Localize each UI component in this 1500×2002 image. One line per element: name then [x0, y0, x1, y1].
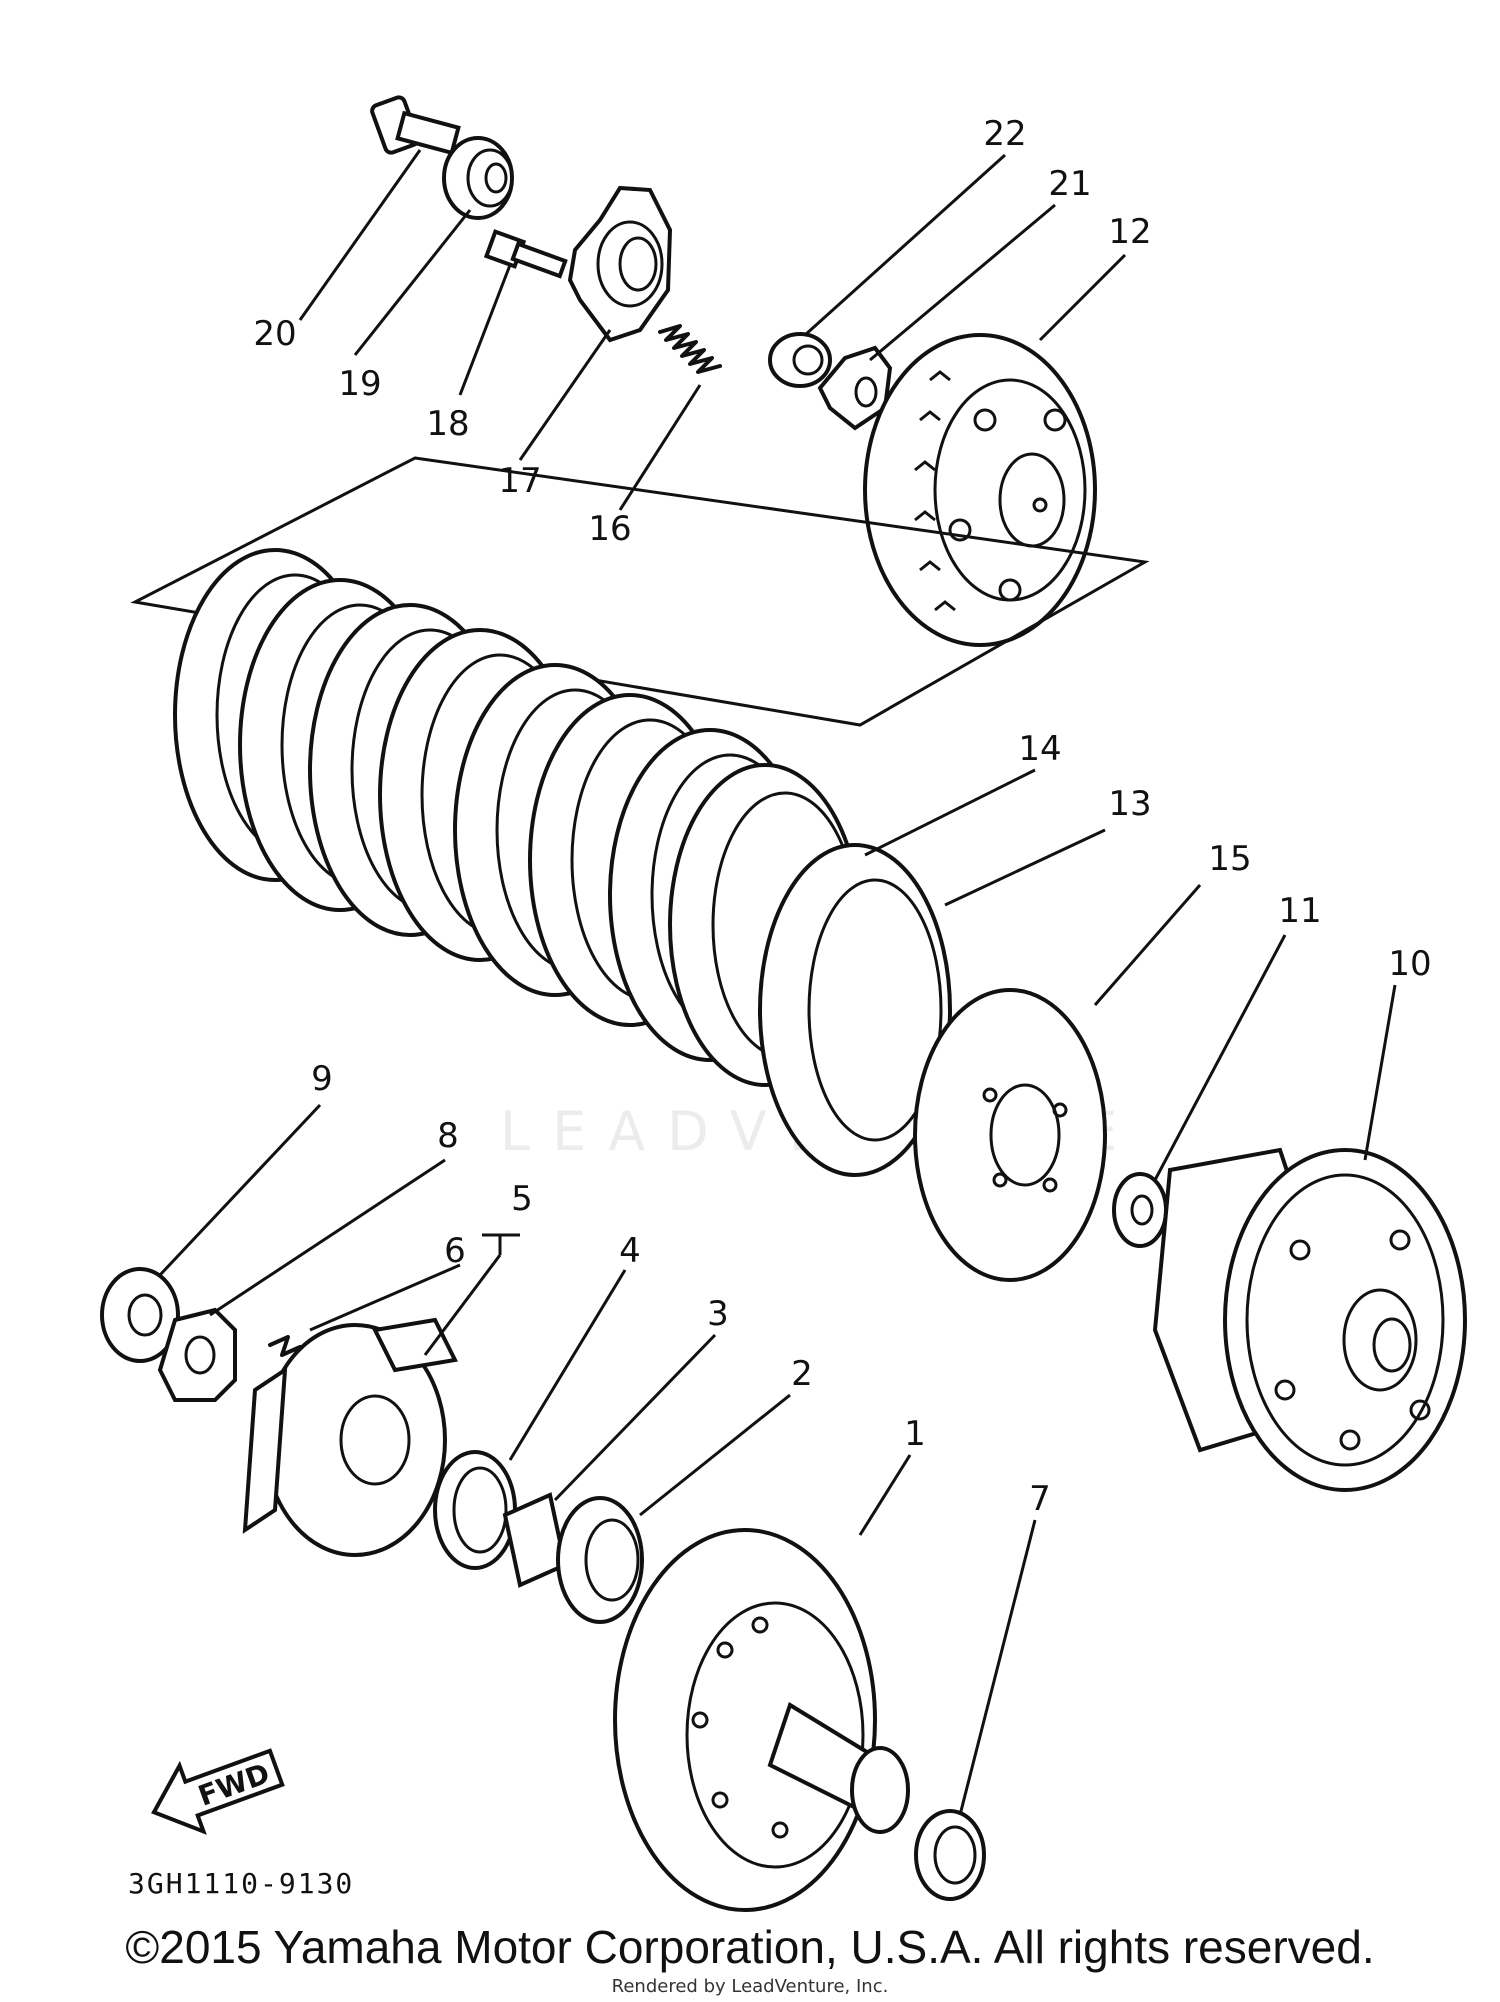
part-8-lock-washer — [157, 1307, 237, 1402]
part-2-one-way-clutch — [556, 1496, 644, 1624]
callout-21: 21 — [1048, 164, 1091, 204]
diagram-code: 3GH1110-9130 — [128, 1867, 354, 1900]
part-13-friction-plate — [758, 843, 952, 1177]
part-22-nut — [768, 332, 832, 388]
part-21-lock-washer — [817, 345, 893, 431]
callout-18: 18 — [426, 404, 469, 444]
callout-9: 9 — [311, 1059, 333, 1099]
part-7-washer — [914, 1809, 986, 1901]
callout-11: 11 — [1278, 891, 1321, 931]
callout-17: 17 — [498, 461, 541, 501]
callout-7: 7 — [1029, 1479, 1051, 1519]
callout-8: 8 — [437, 1116, 459, 1156]
callout-14: 14 — [1018, 729, 1061, 769]
callout-4: 4 — [619, 1231, 641, 1271]
part-4-shim — [433, 1450, 517, 1570]
callout-12: 12 — [1108, 212, 1151, 252]
callout-20: 20 — [253, 314, 296, 354]
copyright-notice: ©2015 Yamaha Motor Corporation, U.S.A. A… — [125, 1921, 1375, 1973]
part-18-bolt — [483, 229, 568, 279]
part-19-bearing — [442, 136, 514, 220]
part-10-clutch-housing — [1152, 1147, 1467, 1492]
part-5-clutch-carrier — [242, 1317, 458, 1557]
callout-3: 3 — [707, 1294, 729, 1334]
leader-lines — [158, 149, 1397, 1816]
part-15-disc — [913, 988, 1107, 1282]
callout-16: 16 — [588, 509, 631, 549]
rendered-by-note: Rendered by LeadVenture, Inc. — [611, 1976, 889, 1997]
forward-arrow: FWD — [151, 1748, 285, 1835]
part-16-spring — [658, 324, 722, 374]
callout-numbers: 20 19 18 17 16 22 21 12 14 13 15 11 10 9… — [253, 114, 1431, 1519]
part-17-pressure-plate — [567, 185, 673, 343]
callout-22: 22 — [983, 114, 1026, 154]
callout-5: 5 — [511, 1179, 533, 1219]
callout-1: 1 — [904, 1414, 926, 1454]
callout-15: 15 — [1208, 839, 1251, 879]
callout-10: 10 — [1388, 944, 1431, 984]
callout-6: 6 — [444, 1231, 466, 1271]
callout-2: 2 — [791, 1354, 813, 1394]
callout-13: 13 — [1108, 784, 1151, 824]
part-12-clutch-boss — [863, 333, 1097, 647]
part-11-washer — [1112, 1172, 1168, 1248]
clutch-plate-stack — [173, 548, 812, 1062]
plate-group-bracket — [130, 456, 1150, 727]
part-1-clutch-drum — [613, 1528, 910, 1912]
callout-19: 19 — [338, 364, 381, 404]
part-9-washer — [100, 1267, 180, 1363]
part-20-bolt — [370, 95, 461, 156]
